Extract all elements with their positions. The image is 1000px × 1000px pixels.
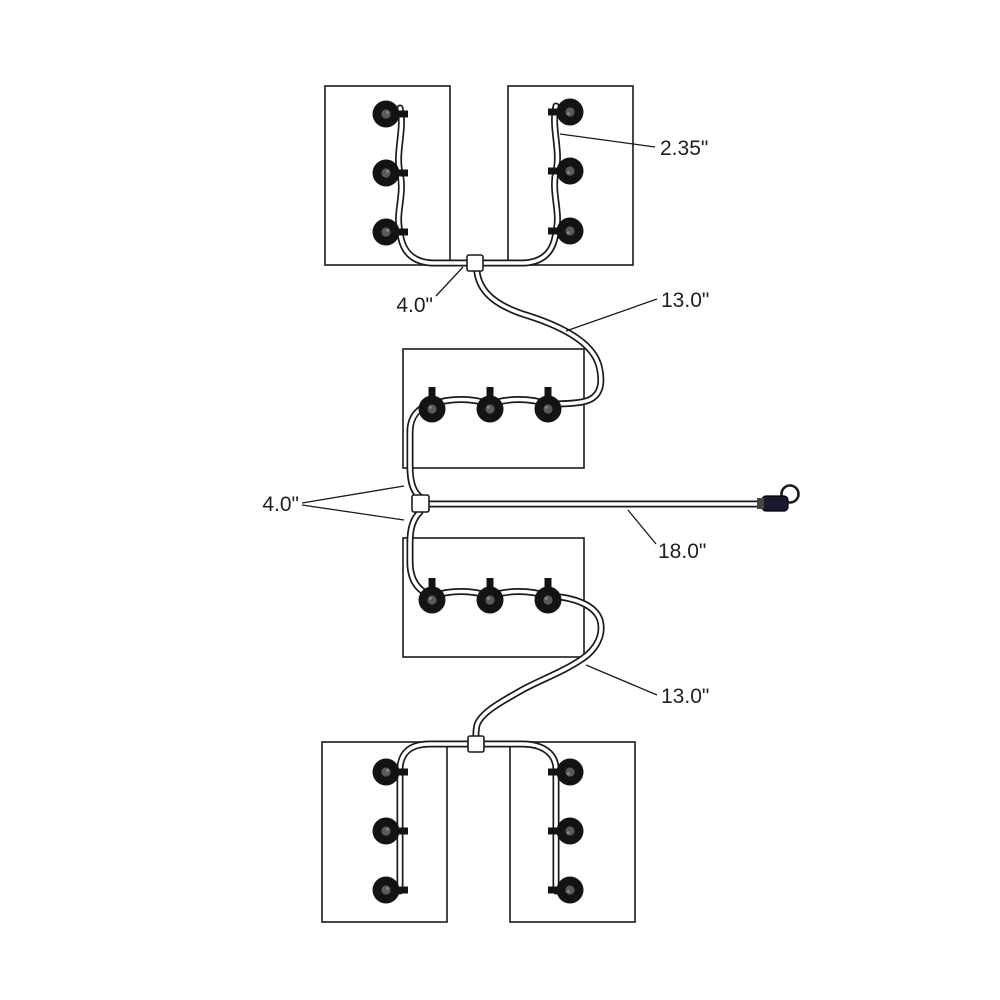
- dim-label-extension-main: 18.0": [658, 540, 706, 563]
- dim-label-tee-lead-top: 4.0": [396, 294, 433, 317]
- connector-loop: [780, 484, 800, 504]
- wire-bottom-left-string: [396, 740, 471, 895]
- wire-extension-top: [473, 268, 605, 408]
- tee-connector-center: [411, 494, 430, 513]
- wire-top-right-string: [478, 102, 561, 267]
- dimension-labels: 2.35" 4.0" 13.0" 4.0" 18.0" 13.0": [262, 137, 709, 708]
- tee-connector-top: [466, 254, 484, 272]
- dim-label-center-leads: 4.0": [262, 493, 299, 516]
- leader-extension-top: [565, 298, 658, 332]
- leader-extension-bottom: [585, 664, 658, 696]
- dimension-leaders: [301, 133, 658, 696]
- connector-cap: [757, 498, 764, 509]
- dim-label-extension-top: 13.0": [661, 289, 709, 312]
- wire-extension-bottom: [472, 592, 605, 741]
- tee-connector-bottom: [467, 735, 485, 753]
- connectors: [411, 254, 800, 753]
- wire-top-left-string: [395, 104, 472, 267]
- dim-label-pod-spacing: 2.35": [660, 137, 708, 160]
- connector-body: [761, 495, 789, 512]
- leader-extension-main: [627, 509, 657, 545]
- wire-bottom-right-string: [481, 740, 560, 895]
- leader-tee-lead-top: [435, 266, 464, 297]
- leader-pod-spacing: [559, 133, 656, 148]
- leader-center-lead-lower: [301, 504, 405, 521]
- dim-label-extension-bottom: 13.0": [661, 685, 709, 708]
- power-connector: [757, 484, 800, 512]
- leader-center-lead-upper: [301, 485, 405, 504]
